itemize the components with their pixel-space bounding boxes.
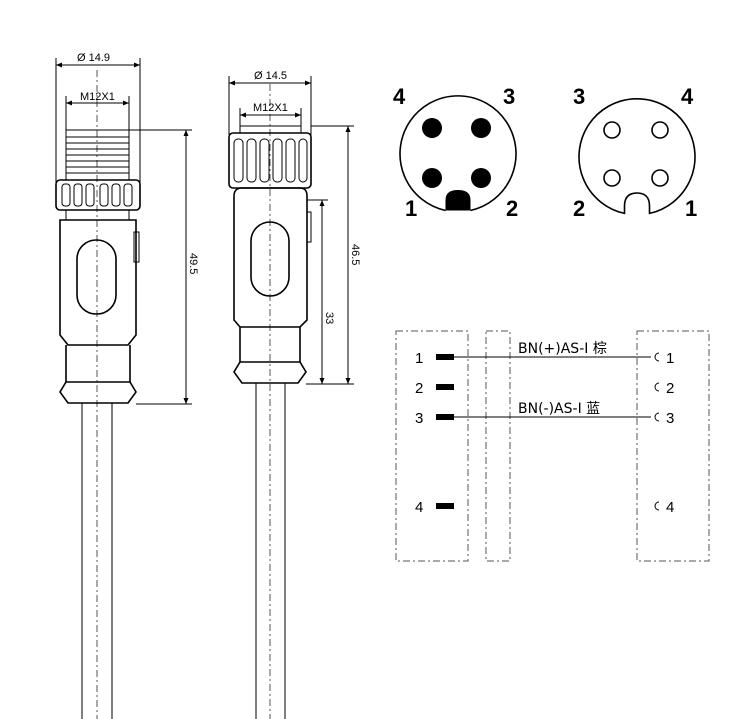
male-pin-label-2: 2 bbox=[506, 196, 518, 221]
right-socket-4 bbox=[654, 501, 660, 511]
female-face-outline bbox=[578, 97, 696, 215]
left-pin-1 bbox=[436, 354, 454, 360]
female-cable-boot bbox=[233, 361, 307, 384]
left-pin-4 bbox=[436, 503, 454, 509]
arrow-icon bbox=[295, 112, 301, 118]
male-face-key bbox=[445, 190, 471, 211]
arrow-icon bbox=[123, 100, 129, 106]
right-pin-num-3: 3 bbox=[666, 410, 674, 427]
wiring-diagram: 1 2 3 4 BN(+)AS-I 棕 BN(-)AS-I 蓝 1 2 3 4 bbox=[395, 330, 710, 562]
male-cable-boot bbox=[59, 381, 137, 404]
male-connector-drawing: Ø 14.9 M12X1 bbox=[55, 52, 199, 719]
female-body bbox=[233, 187, 308, 328]
right-pin-num-2: 2 bbox=[666, 380, 674, 397]
wire-1-label: BN(+)AS-I 棕 bbox=[518, 341, 607, 357]
male-body bbox=[59, 219, 137, 346]
right-pin-num-1: 1 bbox=[666, 350, 674, 367]
arrow-icon bbox=[319, 378, 325, 384]
female-socket-1 bbox=[651, 169, 669, 187]
male-pin-3 bbox=[471, 118, 491, 138]
male-face-outline bbox=[399, 95, 517, 212]
male-pin-label-3: 3 bbox=[503, 84, 515, 109]
male-body-tab bbox=[133, 231, 140, 263]
male-diameter-label: Ø 14.9 bbox=[77, 52, 110, 64]
arrow-icon bbox=[56, 62, 62, 68]
female-pin-label-2: 2 bbox=[573, 196, 585, 221]
left-pin-num-3: 3 bbox=[415, 410, 423, 427]
female-connector-drawing: Ø 14.5 M12X1 46.5 bbox=[228, 70, 361, 719]
male-neck bbox=[65, 345, 131, 383]
male-length-label: 49.5 bbox=[187, 253, 199, 274]
left-pin-num-2: 2 bbox=[415, 380, 423, 397]
right-pin-num-4: 4 bbox=[666, 499, 674, 516]
male-pin-2 bbox=[471, 168, 491, 188]
male-pin-label-4: 4 bbox=[393, 84, 406, 109]
male-grip-window bbox=[76, 239, 117, 315]
female-pin-label-4: 4 bbox=[681, 84, 694, 109]
arrow-icon bbox=[345, 378, 351, 384]
female-socket-2 bbox=[603, 169, 621, 187]
left-pin-num-1: 1 bbox=[415, 350, 423, 367]
wiring-left-block bbox=[395, 330, 469, 562]
male-thread-label: M12X1 bbox=[80, 91, 115, 103]
left-pin-3 bbox=[436, 414, 454, 420]
female-length-label: 46.5 bbox=[349, 244, 361, 265]
arrow-icon bbox=[229, 80, 235, 86]
arrow-icon bbox=[240, 112, 246, 118]
male-pin-label-1: 1 bbox=[405, 196, 417, 221]
female-diameter-label: Ø 14.5 bbox=[254, 70, 287, 82]
wiring-cable-block bbox=[485, 330, 511, 562]
left-pin-num-4: 4 bbox=[415, 499, 423, 516]
female-socket-4 bbox=[651, 121, 669, 139]
female-body-tab bbox=[306, 211, 312, 243]
wire-3-label: BN(-)AS-I 蓝 bbox=[518, 401, 600, 417]
right-socket-1 bbox=[654, 352, 660, 362]
male-pin-face: 4 3 1 2 bbox=[393, 84, 518, 221]
female-pin-face: 3 4 2 1 bbox=[573, 84, 697, 221]
female-pin-label-3: 3 bbox=[573, 84, 585, 109]
arrow-icon bbox=[345, 126, 351, 132]
female-neck bbox=[239, 327, 301, 363]
arrow-icon bbox=[134, 62, 140, 68]
arrow-icon bbox=[183, 130, 189, 136]
arrow-icon bbox=[183, 398, 189, 404]
female-grip-window bbox=[250, 221, 290, 297]
arrow-icon bbox=[305, 80, 311, 86]
right-socket-3 bbox=[654, 412, 660, 422]
arrow-icon bbox=[66, 100, 72, 106]
female-pin-label-1: 1 bbox=[685, 196, 697, 221]
right-socket-2 bbox=[654, 382, 660, 392]
female-body-length-label: 33 bbox=[323, 312, 335, 324]
female-thread-label: M12X1 bbox=[253, 102, 288, 114]
arrow-icon bbox=[319, 200, 325, 206]
male-pin-1 bbox=[422, 168, 442, 188]
male-pin-4 bbox=[422, 118, 442, 138]
wiring-right-block bbox=[636, 330, 710, 562]
female-socket-3 bbox=[603, 121, 621, 139]
left-pin-2 bbox=[436, 384, 454, 390]
